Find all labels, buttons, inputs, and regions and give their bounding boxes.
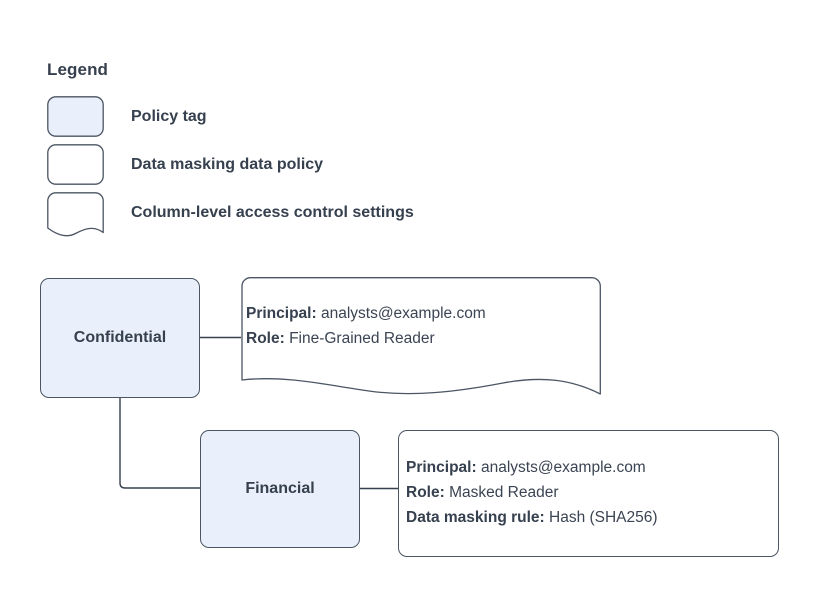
callout-wavy-shape xyxy=(241,277,601,395)
callout-line-role-key: Role: xyxy=(246,330,285,347)
callout-line-principal: Principal: analysts@example.com xyxy=(246,301,486,326)
node-confidential[interactable]: Confidential xyxy=(40,278,200,398)
callout2-line-masking-rule: Data masking rule: Hash (SHA256) xyxy=(406,505,658,530)
node-confidential-label: Confidential xyxy=(73,329,167,346)
callout2-line-principal-value: analysts@example.com xyxy=(480,459,646,476)
callout-line-role: Role: Fine-Grained Reader xyxy=(246,326,486,351)
legend-label-column-access-settings: Column-level access control settings xyxy=(131,204,414,221)
node-financial[interactable]: Financial xyxy=(200,430,360,548)
data-masking-policy-swatch xyxy=(47,144,104,185)
callout-confidential-access-settings[interactable]: Principal: analysts@example.com Role: Fi… xyxy=(241,277,602,402)
callout2-line-masking-rule-value: Hash (SHA256) xyxy=(549,509,658,526)
callout2-line-masking-rule-key: Data masking rule: xyxy=(406,509,545,526)
callout-financial-text: Principal: analysts@example.com Role: Ma… xyxy=(406,455,658,530)
callout2-line-role: Role: Masked Reader xyxy=(406,480,658,505)
callout-line-principal-key: Principal: xyxy=(246,305,317,322)
legend-title: Legend xyxy=(47,60,109,79)
node-financial-label: Financial xyxy=(245,480,315,497)
callout2-line-principal-key: Principal: xyxy=(406,459,477,476)
callout-confidential-text: Principal: analysts@example.com Role: Fi… xyxy=(246,301,486,351)
callout-financial-masking-policy[interactable]: Principal: analysts@example.com Role: Ma… xyxy=(398,430,779,557)
policy-tag-swatch xyxy=(47,96,104,137)
legend-label-data-masking-policy: Data masking data policy xyxy=(131,156,324,173)
callout-line-role-value: Fine-Grained Reader xyxy=(289,330,435,347)
edge-confidential-to-financial xyxy=(119,398,200,489)
callout2-line-role-key: Role: xyxy=(406,484,445,501)
callout-line-principal-value: analysts@example.com xyxy=(320,305,486,322)
legend-label-policy-tag: Policy tag xyxy=(131,108,207,125)
callout2-line-role-value: Masked Reader xyxy=(449,484,559,501)
callout2-line-principal: Principal: analysts@example.com xyxy=(406,455,658,480)
column-access-settings-swatch xyxy=(47,192,104,237)
